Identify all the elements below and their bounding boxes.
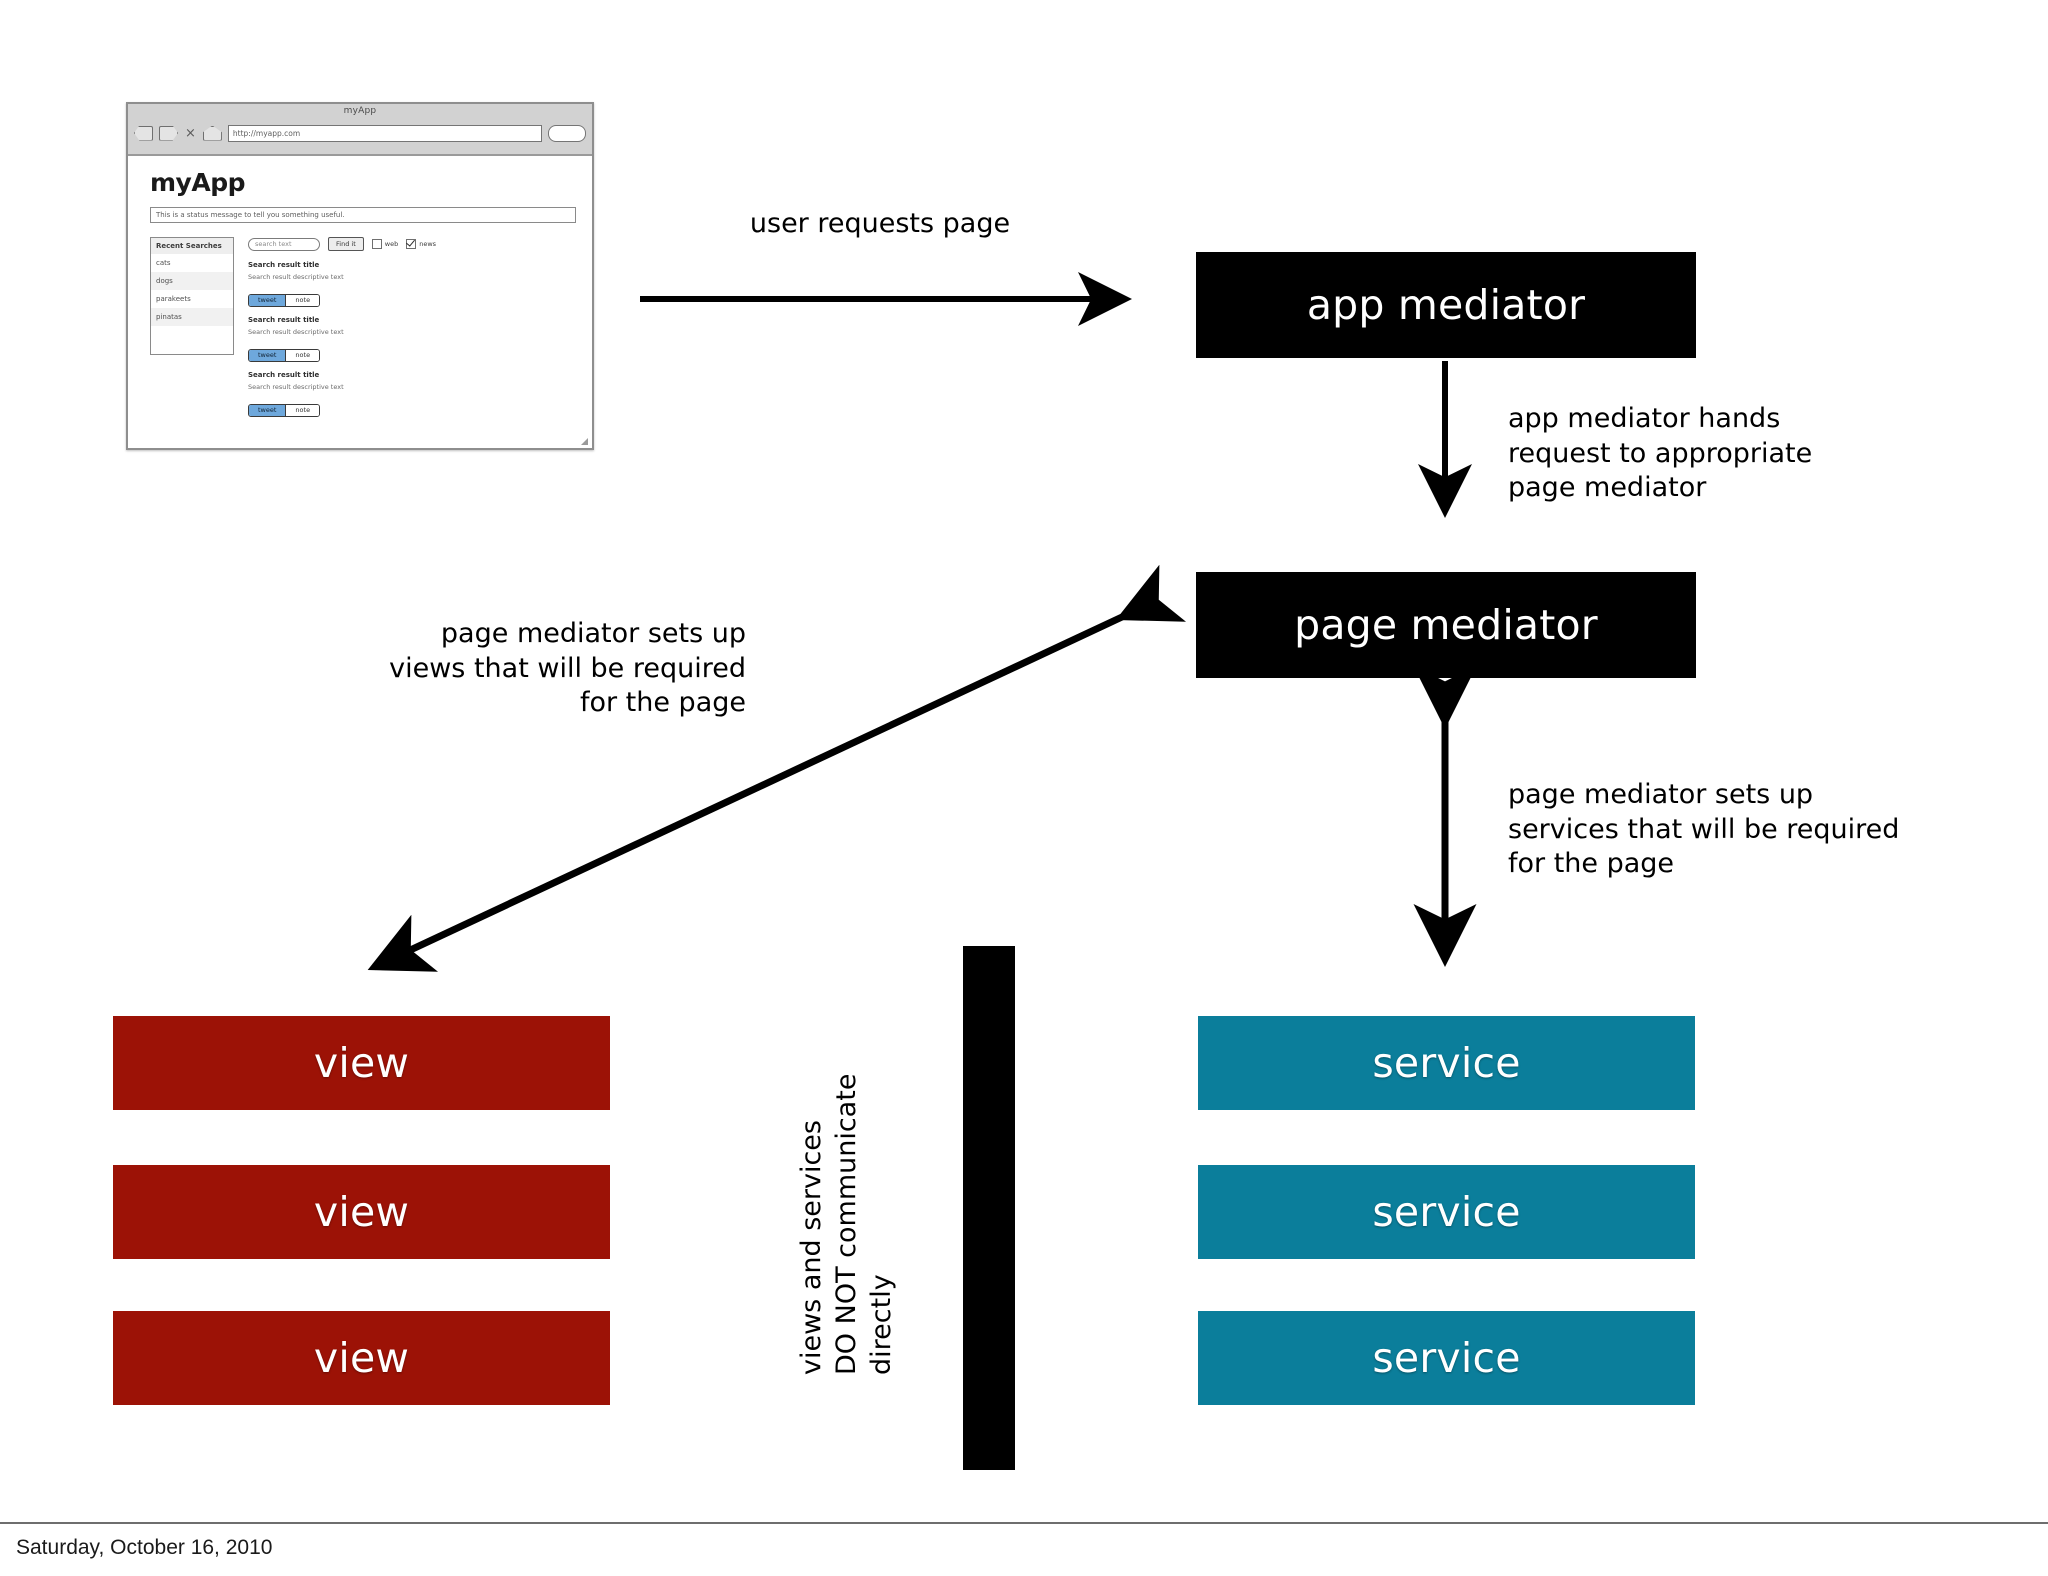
footer-date: Saturday, October 16, 2010 [16,1536,273,1559]
result-action-buttons: tweet note [248,348,321,362]
url-text: http://myapp.com [232,128,301,138]
home-icon[interactable] [202,125,222,141]
checkbox-checked-icon [406,239,417,249]
resize-grip-icon[interactable] [581,438,588,445]
node-service-3-label: service [1372,1334,1521,1382]
label-user-requests-page: user requests page [749,208,1011,239]
note-button[interactable]: note [285,404,320,416]
node-view-2-label: view [313,1188,410,1236]
recent-search-item[interactable]: cats [156,259,171,267]
node-service-1-label: service [1372,1039,1521,1087]
node-service-1[interactable]: service [1198,1016,1695,1110]
node-view-3-label: view [313,1334,410,1382]
search-result-title[interactable]: Search result title [248,371,320,379]
tweet-button[interactable]: tweet [249,294,286,306]
node-service-2-label: service [1372,1188,1521,1236]
search-result-description: Search result descriptive text [248,328,344,336]
search-result-description: Search result descriptive text [248,273,344,281]
recent-search-item[interactable]: dogs [151,272,233,290]
back-arrow-icon[interactable] [134,125,153,141]
search-result-title[interactable]: Search result title [248,316,320,324]
node-service-3[interactable]: service [1198,1311,1695,1405]
node-view-2[interactable]: view [113,1165,610,1259]
page-columns: Recent Searches cats dogs parakeets pina… [150,237,576,426]
stop-x-icon[interactable]: × [185,125,196,141]
node-app-mediator[interactable]: app mediator [1196,252,1696,358]
search-controls-row: search text Find it web news [248,237,576,251]
filter-web-label: web [384,240,399,248]
filter-web-checkbox[interactable]: web [371,239,399,249]
recent-search-item[interactable]: parakeets [156,295,191,303]
label-app-mediator-hands-request: app mediator hands request to appropriat… [1508,403,1813,504]
forward-arrow-icon[interactable] [159,125,178,141]
status-message: This is a status message to tell you som… [150,207,576,223]
recent-search-item[interactable]: pinatas [151,308,233,326]
separator-barrier-bar [963,946,1015,1470]
tweet-button[interactable]: tweet [249,404,286,416]
browser-search-field[interactable] [548,124,586,142]
find-it-button[interactable]: Find it [328,237,364,251]
search-result-item: Search result title Search result descri… [248,316,576,362]
footer-divider [0,1522,2048,1524]
result-action-buttons: tweet note [248,403,321,417]
filter-news-checkbox[interactable]: news [406,239,436,249]
label-views-services-no-direct-communication: views and services DO NOT communicate di… [796,1073,898,1375]
node-view-1[interactable]: view [113,1016,610,1110]
label-page-mediator-sets-up-views: page mediator sets up views that will be… [389,618,746,719]
browser-chrome: myApp × http://myapp.com [128,104,592,156]
node-view-1-label: view [313,1039,410,1087]
browser-page-content: myApp This is a status message to tell y… [128,156,592,448]
search-result-item: Search result title Search result descri… [248,261,576,307]
node-service-2[interactable]: service [1198,1165,1695,1259]
browser-toolbar: × http://myapp.com [134,120,586,146]
search-result-item: Search result title Search result descri… [248,371,576,417]
recent-searches-header: Recent Searches [151,238,233,254]
search-result-title[interactable]: Search result title [248,261,320,269]
node-page-mediator[interactable]: page mediator [1196,572,1696,678]
checkbox-unchecked-icon [371,239,382,249]
note-button[interactable]: note [285,294,320,306]
search-result-description: Search result descriptive text [248,383,344,391]
node-app-mediator-label: app mediator [1306,281,1586,329]
search-input[interactable]: search text [248,237,320,251]
filter-news-label: news [419,240,437,248]
label-page-mediator-sets-up-services: page mediator sets up services that will… [1508,779,1900,880]
note-button[interactable]: note [285,349,320,361]
browser-window-mockup: myApp × http://myapp.com myApp This is a… [126,102,594,450]
node-view-3[interactable]: view [113,1311,610,1405]
result-action-buttons: tweet note [248,293,321,307]
node-page-mediator-label: page mediator [1294,601,1598,649]
app-logo: myApp [150,168,246,197]
tweet-button[interactable]: tweet [249,349,286,361]
recent-searches-sidebar: Recent Searches cats dogs parakeets pina… [150,237,234,355]
browser-window-title: myApp [343,106,377,116]
search-results-column: search text Find it web news Search resu… [248,237,576,426]
url-bar[interactable]: http://myapp.com [227,124,542,142]
